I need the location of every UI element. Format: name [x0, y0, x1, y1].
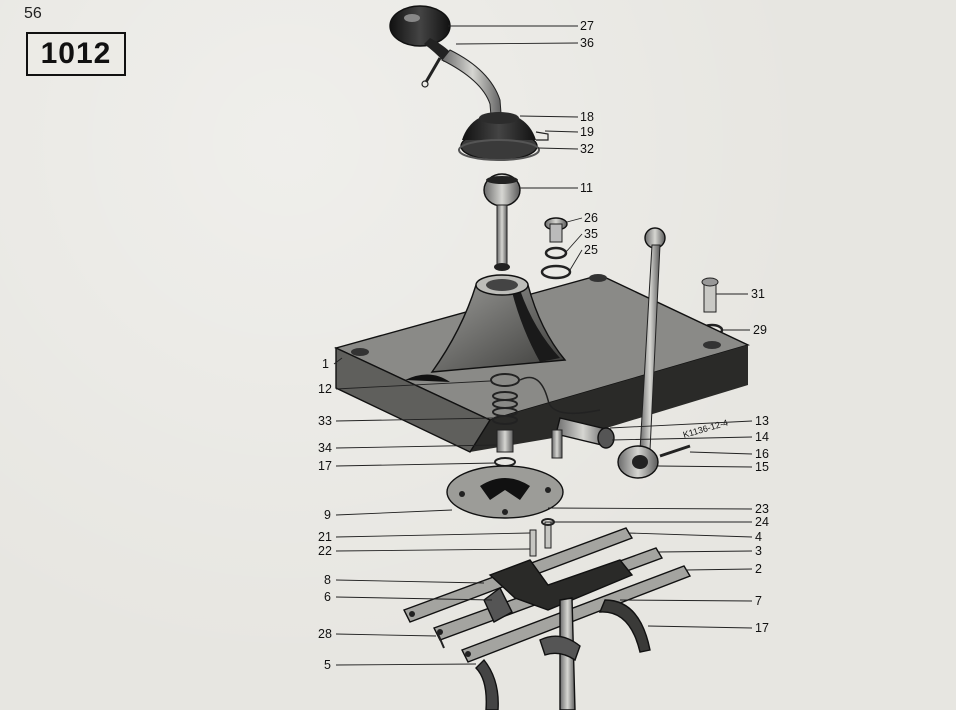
callout-2: 2: [755, 562, 762, 576]
callout-27: 27: [580, 19, 594, 33]
callout-22: 22: [318, 544, 332, 558]
leader-lines-left: [333, 357, 531, 666]
rubber-boot: [458, 112, 549, 161]
callout-31: 31: [751, 287, 765, 301]
callout-33: 33: [318, 414, 332, 428]
shift-forks: [437, 559, 651, 710]
callout-23: 23: [755, 502, 769, 516]
callout-34: 34: [318, 441, 332, 455]
base-housing: [333, 274, 750, 453]
callout-26: 26: [584, 211, 598, 225]
callout-17-right: 17: [755, 621, 769, 635]
shift-shaft: [551, 417, 615, 459]
callout-19: 19: [580, 125, 594, 139]
callout-21: 21: [318, 530, 332, 544]
callout-13: 13: [755, 414, 769, 428]
drawing-code: K1136-12-4: [682, 418, 729, 440]
callout-7: 7: [755, 594, 762, 608]
callout-16: 16: [755, 447, 769, 461]
callout-29: 29: [753, 323, 767, 337]
leader-lines-right: [448, 25, 753, 629]
callout-36: 36: [580, 36, 594, 50]
small-bolts: [529, 518, 555, 557]
callout-5: 5: [324, 658, 331, 672]
callout-25: 25: [584, 243, 598, 257]
spring-assembly: [490, 373, 601, 467]
page-number: 56: [24, 5, 42, 22]
callout-numbers-right: 27 36 18 19 32 11 26 35 25 31 29 13 14 1…: [580, 19, 769, 635]
callout-24: 24: [755, 515, 769, 529]
callout-3: 3: [755, 544, 762, 558]
callout-9: 9: [324, 508, 331, 522]
callout-32: 32: [580, 142, 594, 156]
callout-12: 12: [318, 382, 332, 396]
gear-knob: [389, 5, 452, 62]
callout-35: 35: [584, 227, 598, 241]
bolt-and-washers: [540, 217, 572, 280]
callout-1: 1: [322, 357, 329, 371]
callout-17-left: 17: [318, 459, 332, 473]
callout-6: 6: [324, 590, 331, 604]
callout-numbers-left: 1 12 33 34 17 9 21 22 8 6 28 5: [318, 357, 332, 672]
callout-15: 15: [755, 460, 769, 474]
callout-14: 14: [755, 430, 769, 444]
pin-16: [659, 444, 691, 458]
callout-28: 28: [318, 627, 332, 641]
callout-11: 11: [580, 181, 593, 195]
callout-8: 8: [324, 573, 331, 587]
gear-lever-pin: [421, 57, 442, 88]
guide-plate: [446, 465, 564, 519]
callout-4: 4: [755, 530, 762, 544]
callout-18: 18: [580, 110, 594, 124]
selector-rod: [617, 227, 666, 479]
ball-joint: [483, 173, 521, 271]
section-number-box: 1012: [26, 32, 126, 76]
